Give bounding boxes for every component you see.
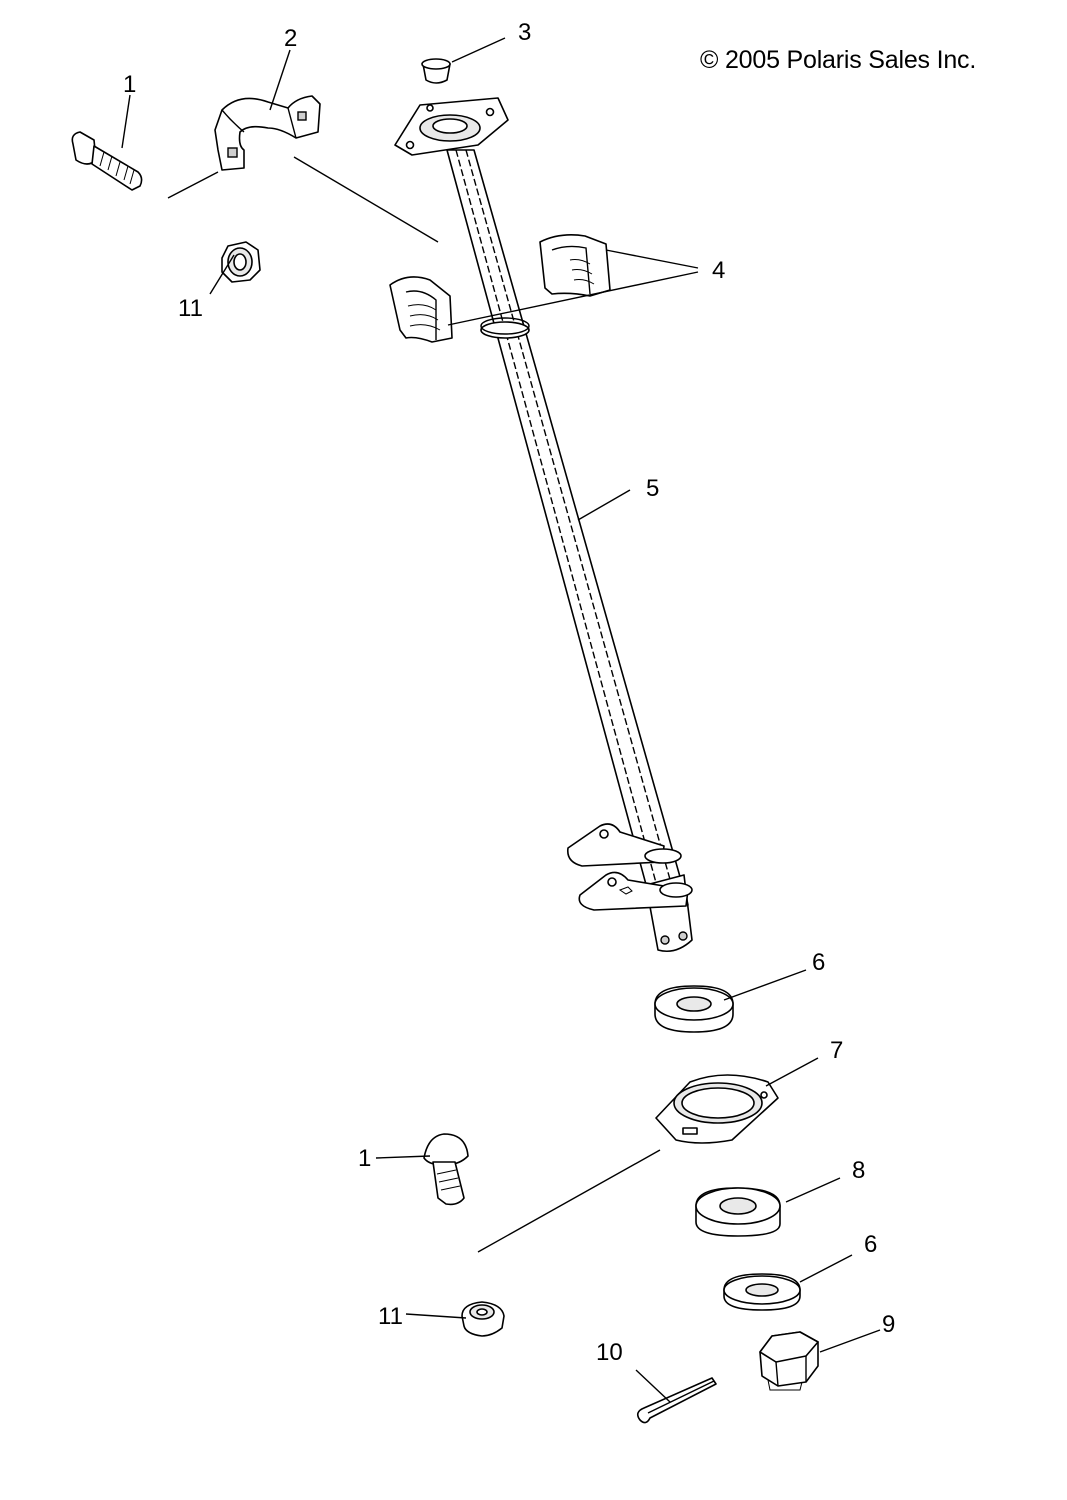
bearing-flange (655, 1074, 779, 1144)
callout-11-top: 11 (178, 295, 203, 322)
callout-1-bottom: 1 (358, 1145, 371, 1172)
callout-6-bottom: 6 (864, 1231, 877, 1258)
flange-nut-top (221, 241, 261, 283)
steering-post (394, 97, 693, 953)
callout-2: 2 (284, 25, 297, 52)
bushing-half-right (539, 234, 611, 297)
bushing-cap (421, 58, 451, 84)
washer-bottom (723, 1273, 801, 1311)
callout-8: 8 (852, 1157, 865, 1184)
flange-nut-bottom (461, 1301, 505, 1337)
cotter-pin (636, 1377, 717, 1424)
callout-7: 7 (830, 1037, 843, 1064)
callout-1-top: 1 (123, 71, 136, 98)
callout-9: 9 (882, 1311, 895, 1338)
steering-clamp (214, 95, 321, 171)
copyright-notice: © 2005 Polaris Sales Inc. (700, 46, 977, 74)
callout-10: 10 (596, 1339, 623, 1366)
bushing-half-left (389, 276, 453, 343)
callout-11-bottom: 11 (378, 1303, 403, 1330)
callout-3: 3 (518, 19, 531, 46)
callout-4: 4 (712, 257, 725, 284)
spacer (695, 1187, 781, 1237)
leader-lines (121, 37, 881, 1403)
callout-labels: 1 2 3 4 5 6 7 1 8 6 9 10 11 11 (123, 19, 895, 1366)
callout-5: 5 (646, 475, 659, 502)
washer-top (654, 985, 734, 1033)
callout-6-top: 6 (812, 949, 825, 976)
hex-nut (759, 1331, 819, 1391)
carriage-bolt-top (71, 131, 143, 191)
carriage-bolt-bottom (423, 1133, 469, 1206)
